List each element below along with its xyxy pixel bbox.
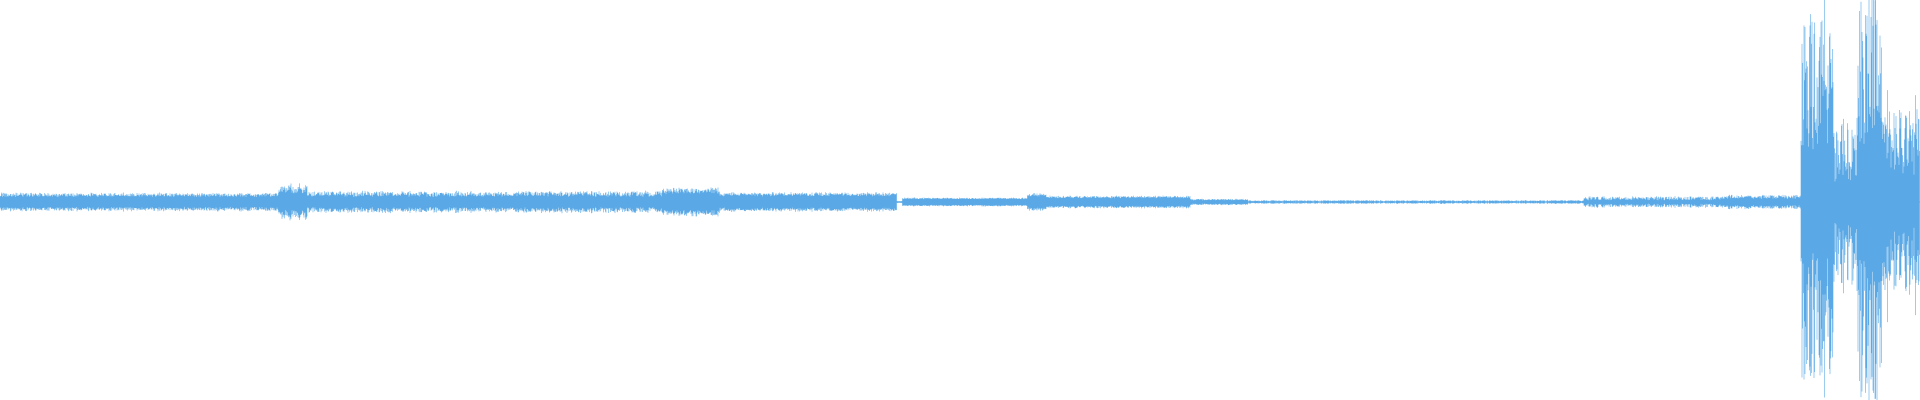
waveform-path xyxy=(0,0,1920,400)
waveform-path-group xyxy=(0,0,1920,400)
waveform-graph[interactable] xyxy=(0,0,1920,400)
audio-waveform[interactable] xyxy=(0,0,1920,400)
